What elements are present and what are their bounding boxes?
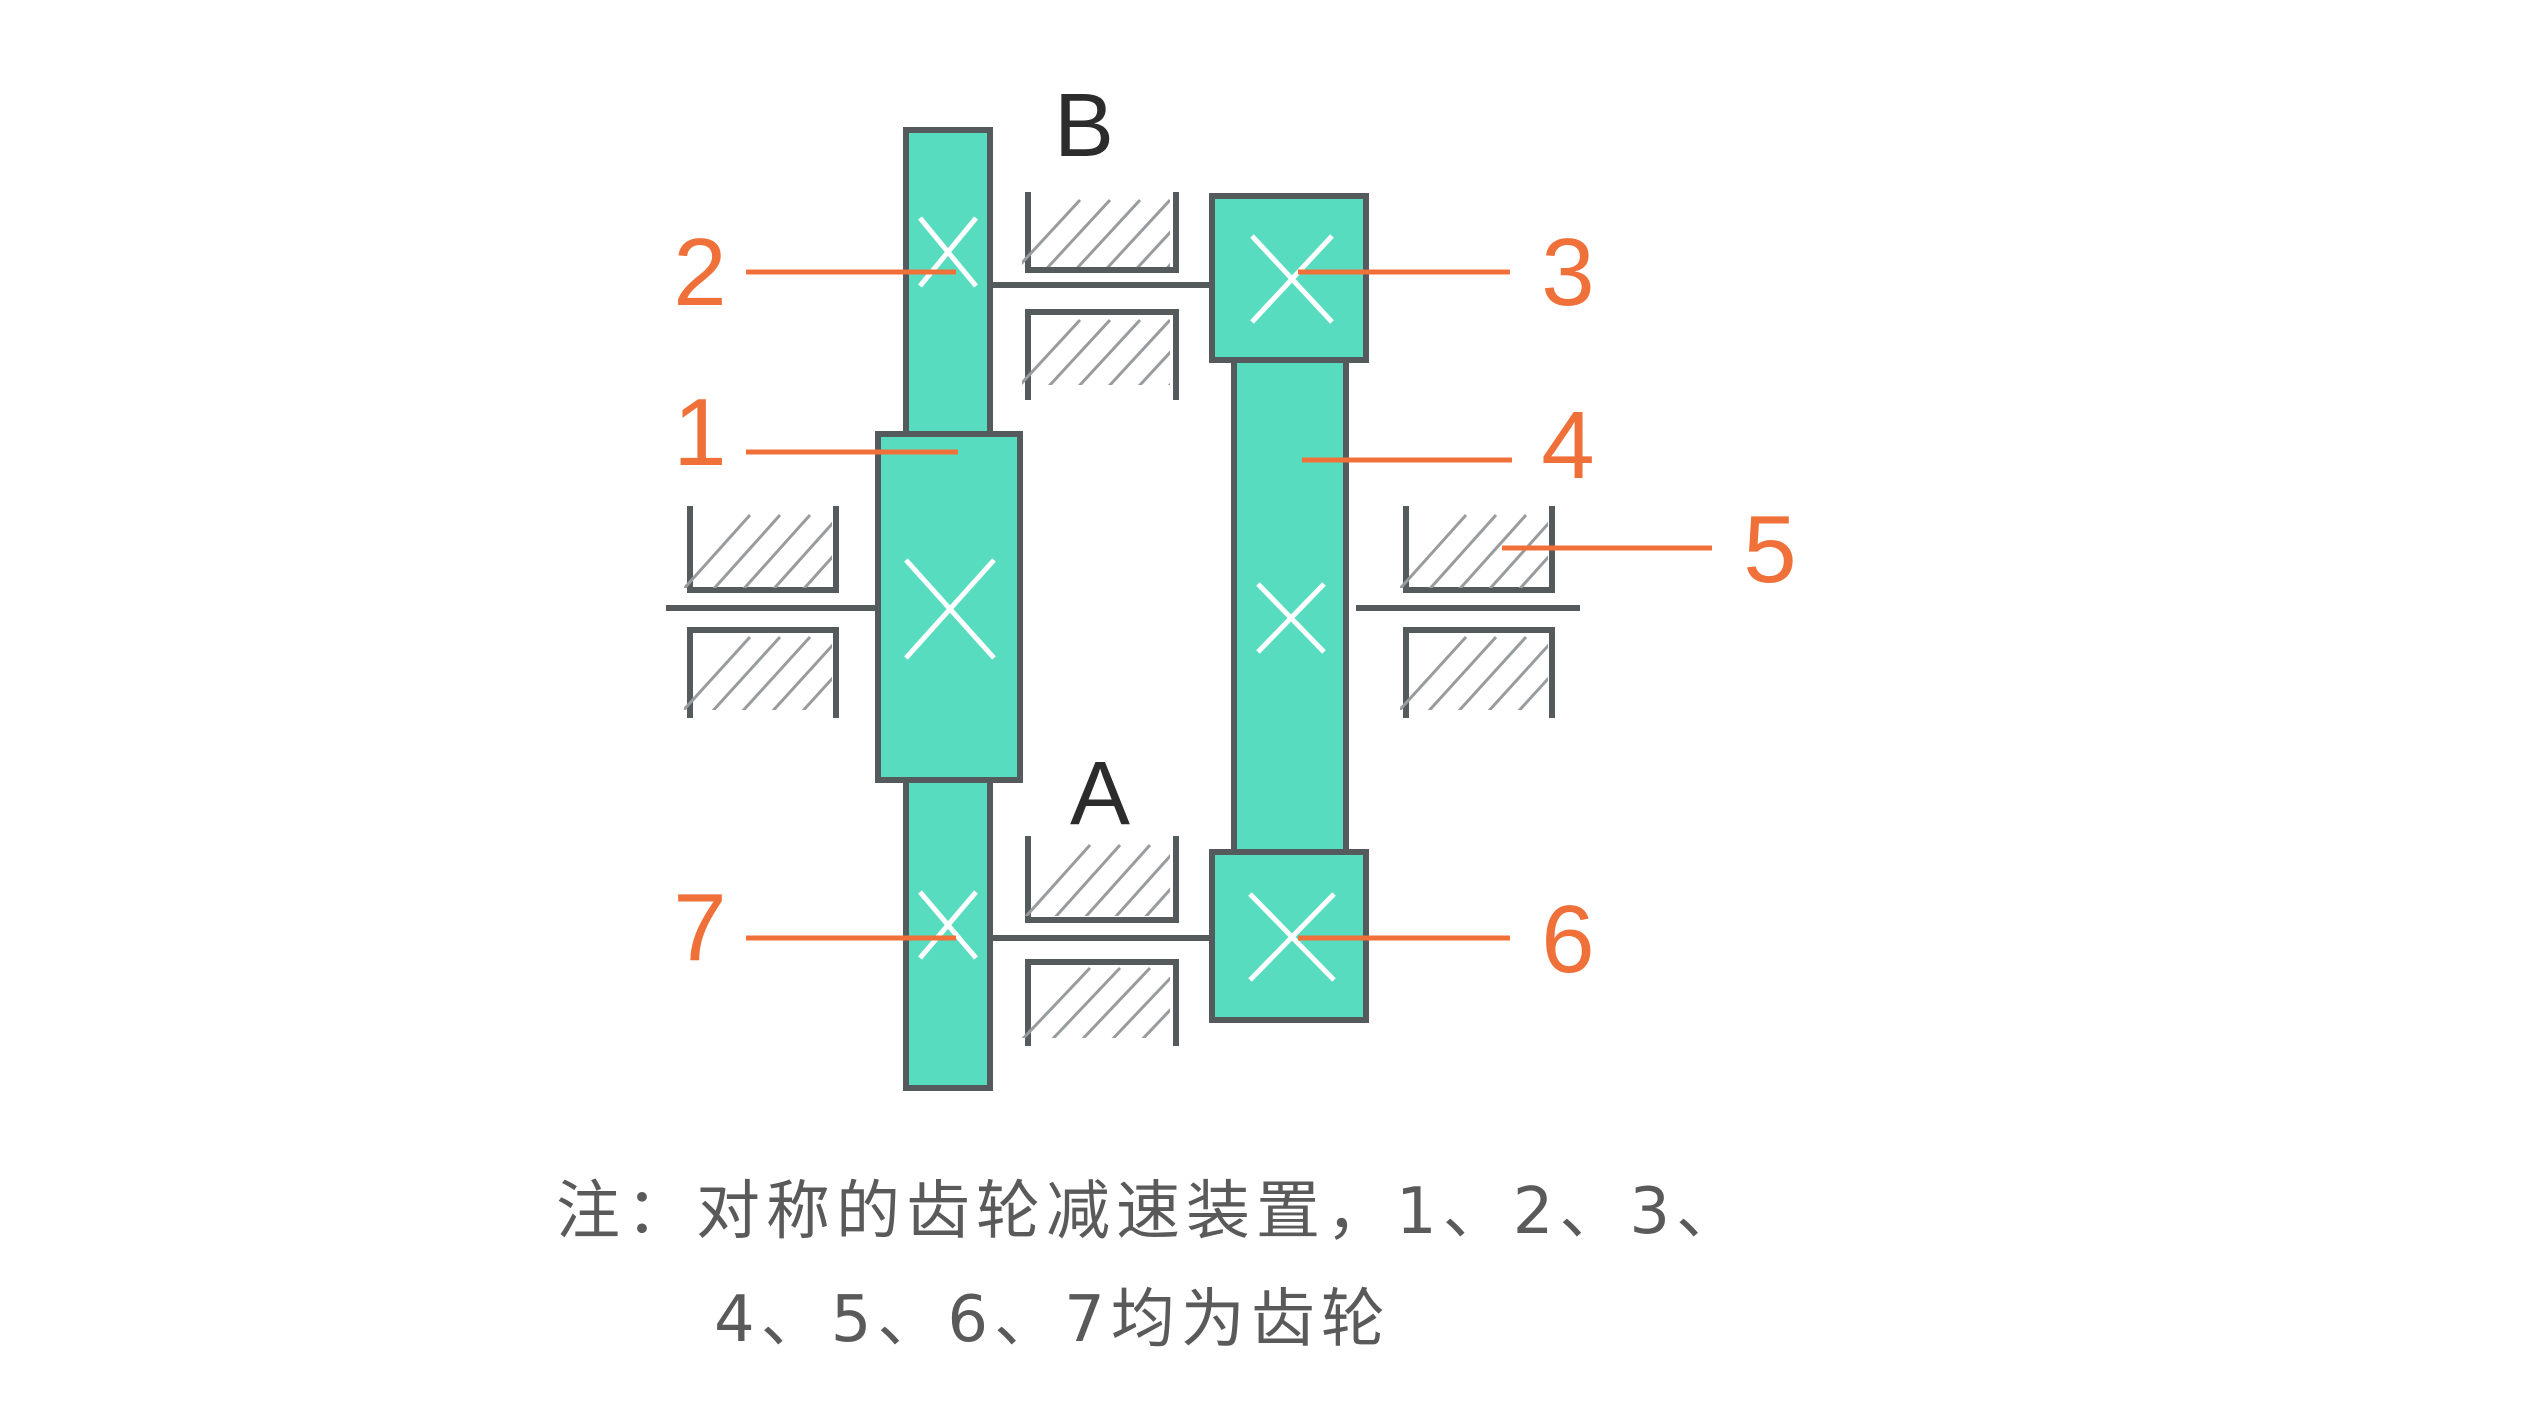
bearing-left-lower-hatch (684, 635, 832, 710)
shafts (666, 282, 1580, 941)
bearing-right (1400, 506, 1555, 718)
gear-4 (1231, 347, 1349, 861)
label-3: 3 (1541, 219, 1594, 326)
bearing-left-lower (687, 627, 839, 718)
bearing-b-upper-hatch (1022, 198, 1170, 267)
label-1: 1 (673, 379, 726, 486)
bearing-b-lower (1025, 309, 1179, 400)
bearing-right-upper-hatch (1400, 513, 1548, 588)
gear-2-cross (918, 216, 978, 288)
bearing-a-upper-hatch (1024, 843, 1170, 916)
bearing-a-upper (1025, 836, 1179, 923)
note-line-1: 注：对称的齿轮减速装置，1、2、3、 (556, 1175, 1747, 1249)
label-4: 4 (1541, 392, 1594, 499)
point-label-a: A (1070, 744, 1130, 844)
bearing-a-lower-hatch (1022, 966, 1170, 1038)
label-5: 5 (1743, 496, 1796, 603)
bearing-right-lower (1403, 627, 1555, 718)
bearing-right-lower-hatch (1400, 635, 1548, 710)
gear-crosses (904, 216, 1336, 982)
gear-3-cross (1250, 234, 1334, 324)
label-7: 7 (673, 874, 726, 981)
gear-7-cross (918, 890, 978, 960)
bearing-left (684, 506, 839, 718)
bearing-left-upper-hatch (684, 513, 832, 588)
gear-3 (1209, 193, 1369, 363)
gear-4-cross (1256, 582, 1326, 654)
leader-lines (746, 269, 1712, 941)
component-numbers: 2 1 7 3 4 5 6 (673, 219, 1796, 993)
bearing-a (1022, 836, 1179, 1046)
note-line-2: 4、5、6、7均为齿轮 (714, 1283, 1391, 1357)
bearing-left-upper (687, 506, 839, 593)
bearing-b-lower-hatch (1022, 318, 1170, 385)
label-6: 6 (1541, 886, 1594, 993)
bearing-a-lower (1025, 959, 1179, 1046)
label-2: 2 (673, 219, 726, 326)
bearing-b (1022, 192, 1179, 400)
gear-6-cross (1248, 892, 1336, 982)
point-label-b: B (1054, 76, 1114, 176)
gear-1-cross (904, 558, 996, 660)
bearing-b-upper (1025, 192, 1179, 273)
